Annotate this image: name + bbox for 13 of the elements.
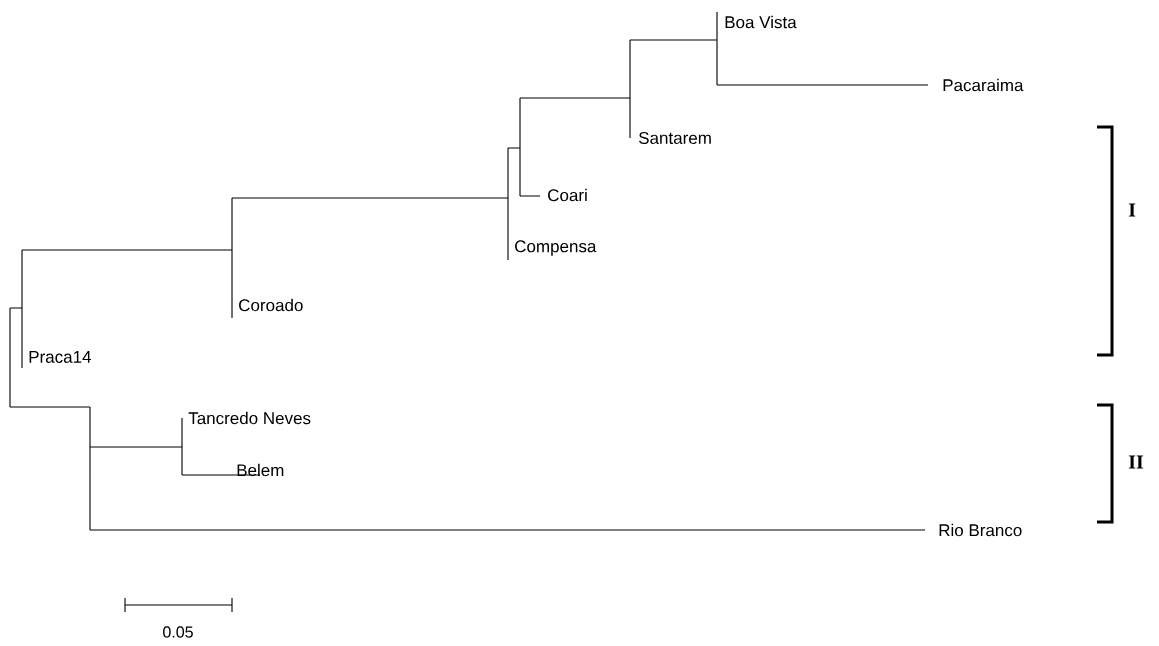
leaf-label: Belem <box>237 463 284 477</box>
leaf-label: Coroado <box>239 298 303 312</box>
clade-label: I <box>1128 203 1136 217</box>
leaf-label: Coari <box>548 188 587 202</box>
leaf-label: Praca14 <box>29 351 91 363</box>
leaf-label: Rio Branco <box>939 523 1022 537</box>
scale-value: 0.05 <box>163 626 193 638</box>
leaf-label: Compensa <box>515 240 597 256</box>
leaf-label: Pacaraima <box>943 78 1024 92</box>
leaf-label: Santarem <box>639 132 711 144</box>
leaf-label: Boa Vista <box>725 15 797 29</box>
clade-label: II <box>1128 455 1144 469</box>
leaf-label: Tancredo Neves <box>188 411 311 425</box>
